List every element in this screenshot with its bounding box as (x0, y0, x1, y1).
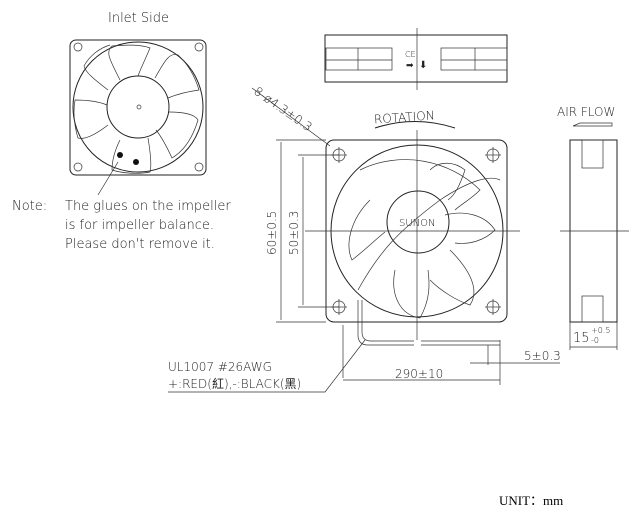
note-line: Please don't remove it. (65, 237, 215, 252)
flow-arrow-icon: ➡ (406, 61, 414, 71)
wire-leader (168, 339, 366, 393)
inlet-holes (73, 42, 204, 172)
hole-spec: 8-ø4.3±0.3 (251, 84, 314, 134)
airflow-label: AIR FLOW (557, 105, 615, 119)
ce-mark: CE (405, 50, 416, 59)
dim-holes: 50±0.3 (287, 211, 301, 255)
glue-dot (117, 152, 123, 158)
top-view: CE ➡ ⬇ (324, 28, 508, 90)
unit-label: UNIT：mm (499, 493, 564, 508)
hole-spec-leader (251, 87, 331, 147)
note-label: Note: (12, 199, 47, 214)
dim-outer: 60±0.5 (265, 211, 279, 255)
inlet-center (136, 104, 142, 110)
thickness-tol-plus: +0.5 (591, 326, 610, 335)
front-view: 8-ø4.3±0.3 ROTATION SUNON (251, 84, 520, 340)
note-leader (97, 161, 119, 196)
inlet-blades (73, 44, 200, 174)
note-line: is for impeller balance. (65, 218, 214, 233)
wires: 290±10 5±0.3 UL1007 #26AWG +:RED(紅),-:BL… (168, 300, 561, 393)
inlet-ring (72, 41, 204, 173)
airflow-arrow (572, 122, 613, 127)
wire-spec: UL1007 #26AWG (168, 360, 272, 374)
inlet-title: Inlet Side (108, 11, 169, 26)
front-blades (348, 159, 501, 319)
strip-length: 5±0.3 (524, 349, 561, 363)
wire-length: 290±10 (395, 367, 443, 381)
glue-dot (133, 159, 139, 165)
note: Note: The glues on the impeller is for i… (12, 199, 231, 252)
wire-colors: +:RED(紅),-:BLACK(黑) (168, 377, 301, 391)
rotation-arrow-icon: ⬇ (419, 60, 427, 71)
note-line: The glues on the impeller (65, 199, 231, 214)
rotation-label: ROTATION (374, 108, 436, 126)
inlet-hub (106, 75, 170, 139)
rotation-arrow (374, 121, 456, 129)
mount-holes (331, 147, 501, 315)
inlet-view: Inlet Side (69, 11, 207, 196)
thickness-tol-minus: -0 (591, 336, 599, 345)
front-hub (386, 190, 450, 254)
top-frame (324, 34, 508, 83)
thickness-base: 15 (573, 331, 590, 346)
inlet-frame (69, 39, 207, 176)
side-view: AIR FLOW 15 +0.5 -0 (557, 105, 629, 350)
